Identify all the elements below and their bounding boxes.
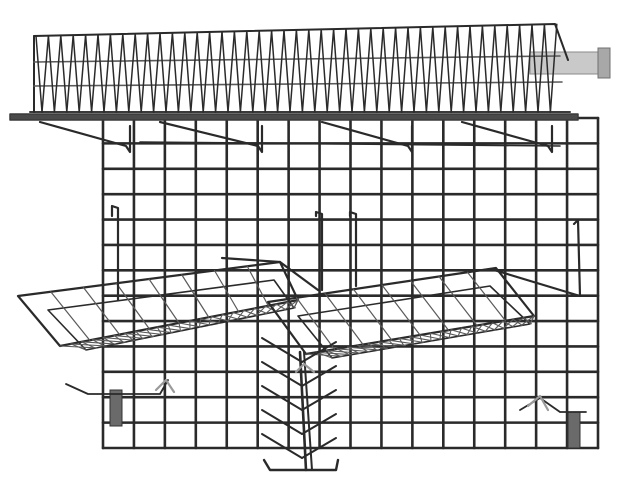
grid-panel: [101, 116, 600, 450]
wall-mount-clips: [65, 378, 587, 449]
wire-basket-left: [16, 204, 320, 351]
wire-shelf-with-dividers: [9, 23, 579, 154]
wire-basket-right: [266, 210, 582, 359]
wall-mount-bracket: [529, 47, 611, 79]
bottle-spike-rack: [261, 337, 340, 472]
